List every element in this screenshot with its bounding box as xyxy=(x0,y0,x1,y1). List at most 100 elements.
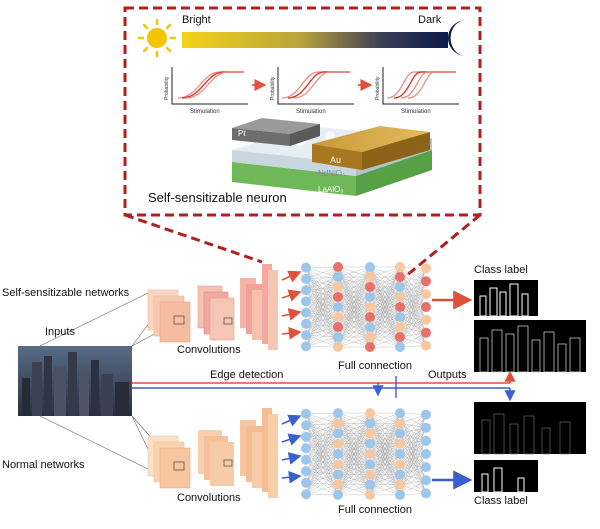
fc-node xyxy=(421,449,431,459)
fc-edge xyxy=(337,464,371,495)
fc-edge xyxy=(305,286,339,347)
fc-edge xyxy=(305,267,339,298)
fc-edge xyxy=(399,268,427,288)
fc-edge xyxy=(305,326,339,347)
fc-node xyxy=(333,449,343,459)
fc-edge xyxy=(305,436,339,465)
fc-node xyxy=(365,282,375,292)
top-conv-layers xyxy=(147,264,278,350)
fc-edge xyxy=(399,453,427,494)
plot3-xlabel: Stimulation xyxy=(401,109,431,115)
fc-node xyxy=(365,292,375,302)
fc-edge xyxy=(305,448,339,465)
fc-node xyxy=(301,420,311,431)
fc-edge xyxy=(305,267,339,328)
bottom-class-label-image xyxy=(474,460,538,493)
fc-edge xyxy=(399,319,427,348)
fc-edge xyxy=(305,453,339,472)
inset-connector-right xyxy=(405,213,481,278)
fc-edge xyxy=(305,278,339,308)
fc-edge xyxy=(305,316,339,347)
fc-edge xyxy=(337,266,371,318)
fc-node xyxy=(333,342,343,352)
fc-edge xyxy=(305,433,339,460)
fc-edge xyxy=(305,266,339,302)
fc-node xyxy=(421,276,431,287)
fc-edge xyxy=(305,334,339,338)
fc-edge xyxy=(399,294,427,328)
fc-edge xyxy=(399,296,427,333)
fc-edge xyxy=(305,413,339,483)
fc-edge xyxy=(337,286,371,348)
fc-edge xyxy=(399,306,427,328)
fc-edge xyxy=(305,266,339,313)
fc-edge xyxy=(369,453,401,495)
fc-edge xyxy=(305,425,339,434)
fc-edge xyxy=(305,306,339,347)
plot2-xlabel: Stimulation xyxy=(296,109,326,115)
fc-node xyxy=(301,443,311,454)
fc-edge xyxy=(399,266,427,308)
edge-detection-label: Edge detection xyxy=(210,369,284,381)
fc-edge xyxy=(305,312,339,338)
fc-node xyxy=(333,469,343,480)
outputs-label: Outputs xyxy=(428,369,467,381)
fc-edge xyxy=(305,448,339,475)
fc-edge xyxy=(305,267,339,308)
fc-edge xyxy=(399,427,427,465)
fc-edge xyxy=(305,425,339,455)
fc-edge xyxy=(399,268,427,298)
fc-edge xyxy=(305,290,339,328)
fc-edge xyxy=(369,413,401,455)
fc-node xyxy=(395,312,405,322)
fc-edge xyxy=(399,286,427,308)
fc-edge xyxy=(399,427,427,455)
fc-edge xyxy=(399,276,427,308)
fc-edge xyxy=(399,440,427,485)
fc-edge xyxy=(305,413,339,465)
fc-edge xyxy=(305,334,339,348)
fc-edge xyxy=(305,301,339,318)
fc-node xyxy=(395,332,405,342)
fc-edge xyxy=(399,443,427,481)
fc-edge xyxy=(305,413,339,455)
fc-node xyxy=(301,466,311,477)
fc-edge xyxy=(369,266,401,308)
fc-edge xyxy=(399,294,427,338)
inputs-label: Inputs xyxy=(45,326,75,338)
fc-edge xyxy=(305,267,339,338)
fc-node xyxy=(333,302,343,312)
fc-node xyxy=(301,262,311,273)
fc-edge xyxy=(305,471,339,475)
fc-edge xyxy=(399,467,427,495)
fc-edge xyxy=(305,276,339,336)
fc-node xyxy=(395,272,405,282)
fc-node xyxy=(365,459,375,470)
plot3-ylabel: Probability xyxy=(375,76,381,100)
fc-edge xyxy=(369,266,401,318)
fc-edge xyxy=(369,484,401,496)
fc-node xyxy=(395,302,405,312)
fc-edge xyxy=(369,266,401,348)
probability-plot-2 xyxy=(277,67,354,105)
fc-edge xyxy=(337,443,371,495)
fc-edge xyxy=(305,301,339,328)
fc-node xyxy=(395,489,405,500)
fc-node xyxy=(365,428,375,439)
fc-edge xyxy=(305,289,339,298)
fc-edge xyxy=(369,413,401,444)
fc-edge xyxy=(399,433,427,455)
full-connection-top-label: Full connection xyxy=(338,360,412,372)
fc-edge xyxy=(305,276,339,302)
fc-edge xyxy=(305,443,339,449)
fc-edge xyxy=(399,286,427,320)
fc-edge xyxy=(369,336,401,348)
fc-edge xyxy=(399,266,427,295)
fc-edge xyxy=(305,412,339,426)
fc-node xyxy=(395,418,405,429)
fc-node xyxy=(333,282,343,292)
device-stack xyxy=(232,118,432,196)
probability-plot-3 xyxy=(382,67,459,105)
fc-edge xyxy=(305,448,339,485)
top-edge-output-image xyxy=(474,320,586,373)
